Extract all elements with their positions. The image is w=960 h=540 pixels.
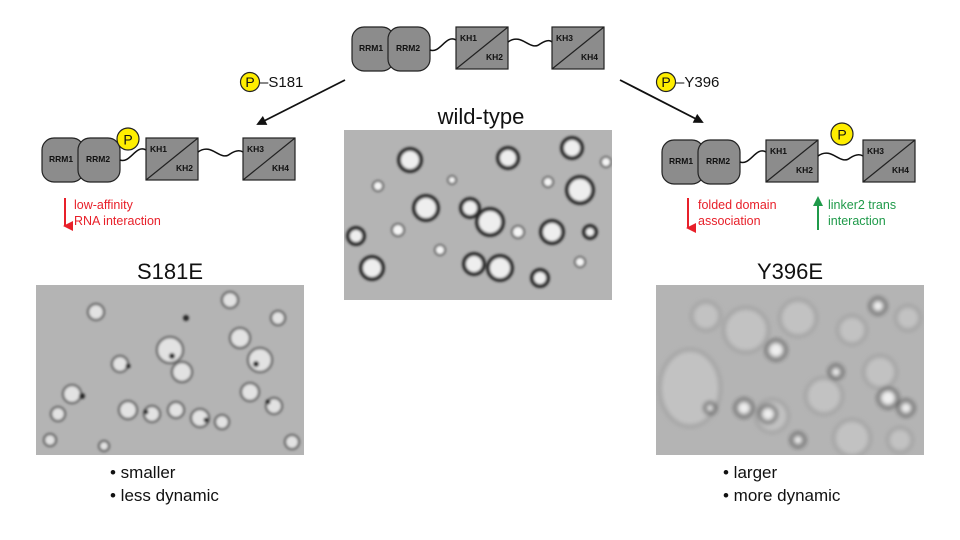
svg-text:linker2 trans: linker2 trans — [828, 198, 896, 212]
domain-rrm2 — [387, 26, 431, 72]
effect-y396e-a: folded domain association — [686, 198, 777, 233]
phospho-icon — [655, 71, 677, 93]
label-rrm2: RRM2 — [396, 43, 420, 53]
protein-y396e: RRM1 RRM2 KH1 KH2 P KH3 KH4 — [661, 122, 916, 185]
svg-text:• less dynamic: • less dynamic — [110, 486, 219, 505]
micrograph-y396e — [656, 285, 924, 455]
svg-text:P: P — [123, 132, 132, 148]
svg-text:RRM2: RRM2 — [706, 156, 730, 166]
arrow-to-s181e — [256, 79, 346, 125]
svg-text:RRM2: RRM2 — [86, 154, 110, 164]
linker-2 — [507, 38, 553, 47]
summary-s181e: • smaller • less dynamic — [110, 463, 219, 505]
svg-text:KH2: KH2 — [796, 165, 813, 175]
phospho-site-s181: P –S181 — [239, 71, 303, 93]
svg-text:P: P — [661, 74, 670, 90]
title-y396e: Y396E — [757, 259, 823, 284]
phospho-icon — [116, 127, 140, 151]
svg-text:KH1: KH1 — [770, 146, 787, 156]
linker-1 — [429, 38, 457, 52]
phospho-site-y396: P –Y396 — [655, 71, 719, 93]
effect-s181e: low-affinity RNA interaction — [63, 198, 161, 231]
svg-text:RNA interaction: RNA interaction — [74, 214, 161, 228]
svg-text:KH1: KH1 — [150, 144, 167, 154]
effect-y396e-b: linker2 trans interaction — [813, 196, 896, 230]
micrograph-wild-type — [344, 130, 612, 300]
svg-text:KH4: KH4 — [272, 163, 289, 173]
label-kh1: KH1 — [460, 33, 477, 43]
svg-text:KH2: KH2 — [176, 163, 193, 173]
svg-text:RRM1: RRM1 — [49, 154, 73, 164]
svg-text:low-affinity: low-affinity — [74, 198, 134, 212]
label-kh2: KH2 — [486, 52, 503, 62]
title-wild-type: wild-type — [437, 104, 525, 129]
svg-text:association: association — [698, 214, 761, 228]
label-kh3: KH3 — [556, 33, 573, 43]
micrograph-s181e — [36, 285, 304, 455]
svg-text:KH3: KH3 — [247, 144, 264, 154]
svg-text:P: P — [245, 74, 254, 90]
svg-text:• more dynamic: • more dynamic — [723, 486, 841, 505]
label-rrm1: RRM1 — [359, 43, 383, 53]
svg-text:• smaller: • smaller — [110, 463, 176, 482]
site-label-y396: –Y396 — [676, 74, 719, 91]
title-s181e: S181E — [137, 259, 203, 284]
protein-s181e: RRM1 RRM2 P KH1 KH2 KH3 KH4 — [41, 127, 296, 183]
svg-text:KH3: KH3 — [867, 146, 884, 156]
protein-wildtype: RRM1 RRM2 KH1 KH2 KH3 KH4 — [351, 26, 605, 72]
svg-text:KH4: KH4 — [892, 165, 909, 175]
svg-text:interaction: interaction — [828, 214, 886, 228]
site-label-s181: –S181 — [260, 74, 303, 91]
phospho-icon — [239, 71, 261, 93]
arrow-to-y396e — [619, 79, 704, 123]
svg-text:RRM1: RRM1 — [669, 156, 693, 166]
phospho-icon — [830, 122, 854, 146]
svg-text:• larger: • larger — [723, 463, 777, 482]
svg-text:P: P — [837, 127, 846, 143]
label-kh4: KH4 — [581, 52, 598, 62]
summary-y396e: • larger • more dynamic — [723, 463, 841, 505]
svg-text:folded domain: folded domain — [698, 198, 777, 212]
